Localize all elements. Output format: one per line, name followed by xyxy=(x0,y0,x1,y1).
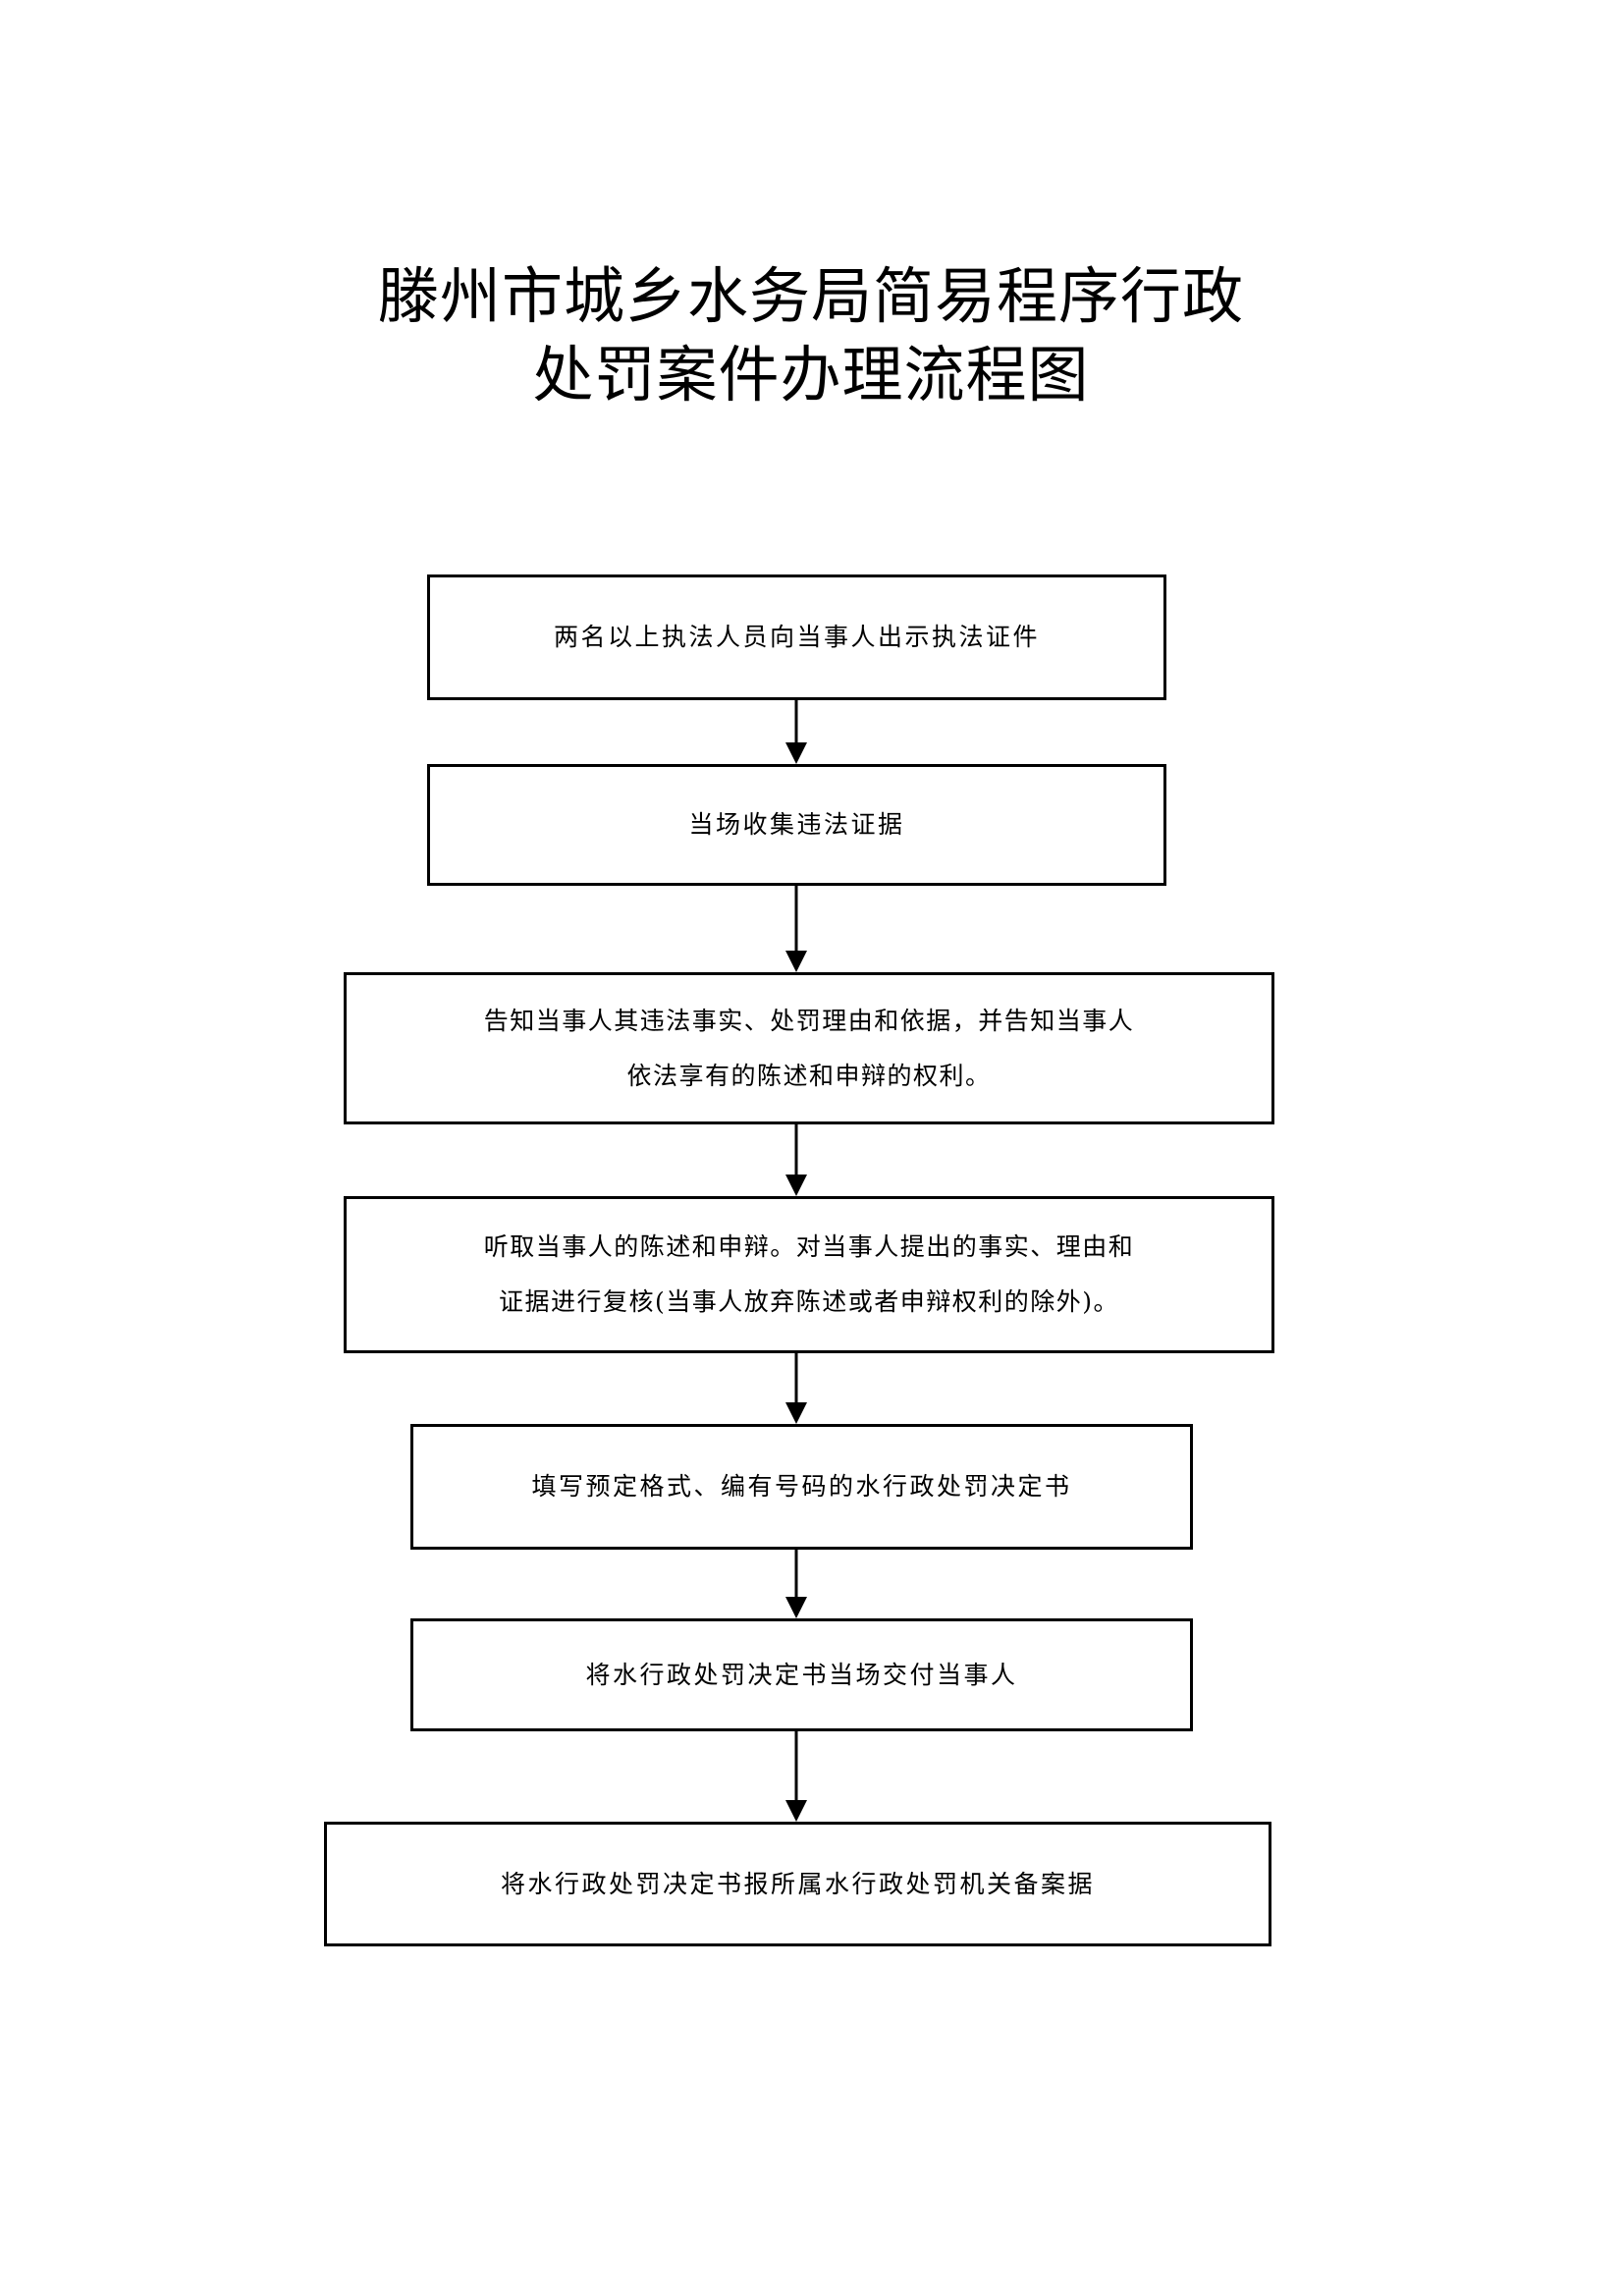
page-title: 滕州市城乡水务局简易程序行政 处罚案件办理流程图 xyxy=(0,257,1622,414)
flow-step-4-text: 听取当事人的陈述和申辩。对当事人提出的事实、理由和 证据进行复核(当事人放弃陈述… xyxy=(484,1220,1135,1330)
connector-line xyxy=(794,1124,798,1177)
flow-step-7-box: 将水行政处罚决定书报所属水行政处罚机关备案据 xyxy=(324,1822,1271,1946)
connector-line xyxy=(794,700,798,745)
connector-line xyxy=(794,1550,798,1600)
flow-step-1-box: 两名以上执法人员向当事人出示执法证件 xyxy=(427,574,1166,700)
flow-step-4-label-line-1: 听取当事人的陈述和申辩。对当事人提出的事实、理由和 xyxy=(483,1232,1135,1261)
arrowhead-icon xyxy=(785,742,807,764)
flow-step-2-box: 当场收集违法证据 xyxy=(427,764,1166,886)
page-title-line-2: 处罚案件办理流程图 xyxy=(532,339,1090,410)
flow-step-4-label-line-2: 证据进行复核(当事人放弃陈述或者申辩权利的除外)。 xyxy=(498,1287,1119,1316)
arrowhead-icon xyxy=(785,1597,807,1618)
flow-step-2-label: 当场收集违法证据 xyxy=(688,810,905,839)
page-title-line-1: 滕州市城乡水务局简易程序行政 xyxy=(377,260,1244,332)
flow-step-5-label: 填写预定格式、编有号码的水行政处罚决定书 xyxy=(531,1472,1072,1501)
flow-step-3-label-line-1: 告知当事人其违法事实、处罚理由和依据，并告知当事人 xyxy=(483,1006,1135,1035)
arrowhead-icon xyxy=(785,1800,807,1822)
arrowhead-icon xyxy=(785,951,807,972)
flow-step-1-label: 两名以上执法人员向当事人出示执法证件 xyxy=(553,623,1040,651)
flow-step-3-box: 告知当事人其违法事实、处罚理由和依据，并告知当事人 依法享有的陈述和申辩的权利。 xyxy=(344,972,1274,1124)
flow-step-7-label: 将水行政处罚决定书报所属水行政处罚机关备案据 xyxy=(500,1869,1095,1898)
connector-line xyxy=(794,886,798,954)
arrowhead-icon xyxy=(785,1175,807,1196)
connector-line xyxy=(794,1731,798,1803)
flow-step-4-box: 听取当事人的陈述和申辩。对当事人提出的事实、理由和 证据进行复核(当事人放弃陈述… xyxy=(344,1196,1274,1353)
arrowhead-icon xyxy=(785,1402,807,1424)
flow-step-5-box: 填写预定格式、编有号码的水行政处罚决定书 xyxy=(410,1424,1193,1550)
flow-step-6-box: 将水行政处罚决定书当场交付当事人 xyxy=(410,1618,1193,1731)
connector-line xyxy=(794,1353,798,1405)
flow-step-3-text: 告知当事人其违法事实、处罚理由和依据，并告知当事人 依法享有的陈述和申辩的权利。 xyxy=(484,994,1135,1104)
flow-step-6-label: 将水行政处罚决定书当场交付当事人 xyxy=(585,1660,1018,1689)
flow-step-3-label-line-2: 依法享有的陈述和申辩的权利。 xyxy=(626,1061,992,1090)
